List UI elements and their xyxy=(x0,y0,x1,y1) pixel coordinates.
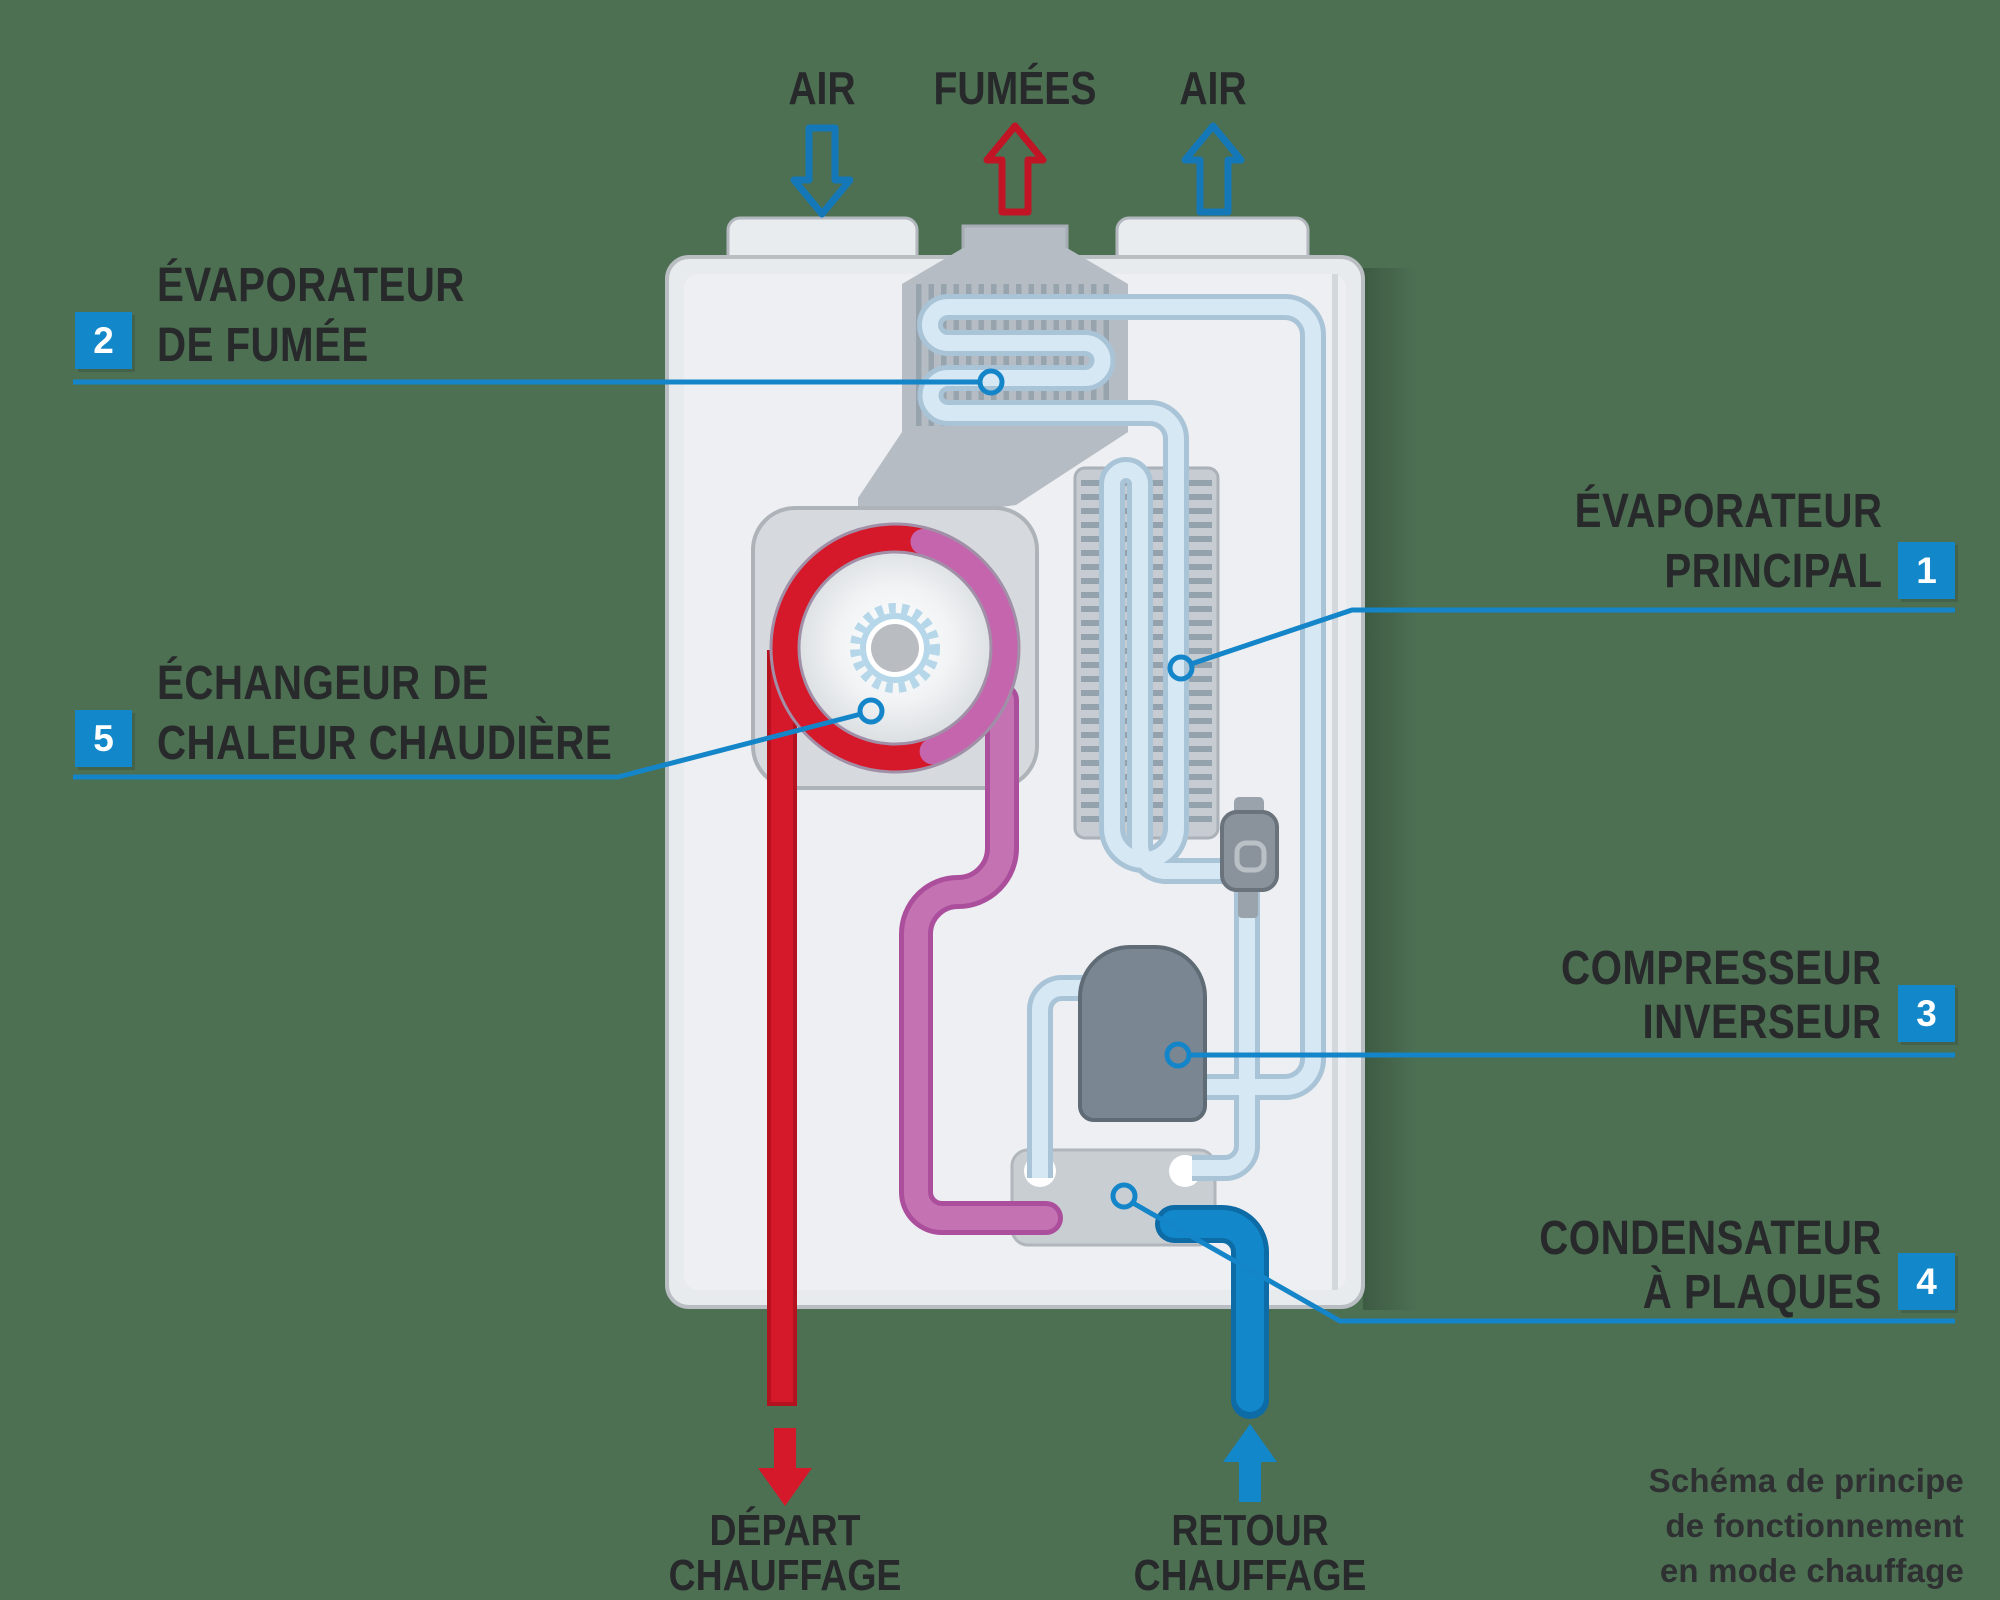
marker-main-evaporator xyxy=(1167,654,1195,682)
badge-1: 1 xyxy=(1898,542,1955,599)
main-evaporator-label: ÉVAPORATEUR PRINCIPAL xyxy=(1574,482,1882,602)
depart-down-arrow-icon xyxy=(758,1428,812,1506)
depart-label-line1: DÉPART xyxy=(709,1506,861,1555)
air-in-down-arrow-icon xyxy=(790,124,854,218)
top-flow-arrows xyxy=(790,122,1245,218)
boiler-loop-pipe xyxy=(899,683,1063,1235)
boiler-exchanger-label-line1: ÉCHANGEUR DE xyxy=(157,657,490,710)
main-evaporator-label-line1: ÉVAPORATEUR xyxy=(1574,485,1882,538)
caption-line1: Schéma de principe xyxy=(1648,1462,1964,1499)
refrigerant-pipes xyxy=(917,294,1326,1181)
depart-chauffage-label: DÉPART CHAUFFAGE xyxy=(669,1508,902,1598)
badge-3: 3 xyxy=(1898,985,1955,1042)
leader-condenser xyxy=(1131,1200,1955,1324)
compressor xyxy=(1078,945,1207,1122)
burner-gear-icon xyxy=(850,603,940,693)
fumes-label: FUMÉES xyxy=(933,62,1097,114)
main-evaporator-label-line2: PRINCIPAL xyxy=(1663,545,1882,598)
badge-4: 4 xyxy=(1898,1253,1955,1310)
marker-boiler-exchanger xyxy=(857,697,885,725)
burner-ring xyxy=(769,522,1021,774)
boiler-exchanger-label: ÉCHANGEUR DE CHALEUR CHAUDIÈRE xyxy=(157,654,612,774)
air-out-up-arrow-icon xyxy=(1181,122,1245,216)
bottom-flow-arrows xyxy=(758,1424,1277,1506)
smoke-evaporator-label-line1: ÉVAPORATEUR xyxy=(157,259,465,312)
compressor-label-line1: COMPRESSEUR xyxy=(1561,942,1882,995)
expansion-valve xyxy=(1220,797,1279,918)
condenser-label-line1: CONDENSATEUR xyxy=(1539,1212,1882,1265)
air-in-label: AIR xyxy=(788,62,856,114)
smoke-evaporator-label-line2: DE FUMÉE xyxy=(157,319,369,372)
leader-main-evaporator xyxy=(1190,607,1955,667)
marker-smoke-evaporator xyxy=(977,368,1005,396)
boiler-exchanger-label-line2: CHALEUR CHAUDIÈRE xyxy=(157,717,613,770)
retour-label-line2: CHAUFFAGE xyxy=(1133,1551,1367,1600)
compressor-label-line2: INVERSEUR xyxy=(1642,996,1882,1049)
badge-5: 5 xyxy=(75,710,132,767)
depart-label-line2: CHAUFFAGE xyxy=(668,1551,902,1600)
condenser-label: CONDENSATEUR À PLAQUES xyxy=(1539,1212,1882,1320)
condenser-label-line2: À PLAQUES xyxy=(1642,1266,1882,1319)
badge-2: 2 xyxy=(75,312,132,369)
compressor-label: COMPRESSEUR INVERSEUR xyxy=(1561,942,1882,1050)
leader-lines xyxy=(73,368,1955,1324)
marker-compressor xyxy=(1164,1041,1192,1069)
leader-boiler-exchanger xyxy=(73,711,862,780)
retour-chauffage-label: RETOUR CHAUFFAGE xyxy=(1134,1508,1367,1598)
marker-condenser xyxy=(1110,1182,1138,1210)
caption-line3: en mode chauffage xyxy=(1659,1552,1964,1589)
caption-line2: de fonctionnement xyxy=(1665,1507,1964,1544)
unit-shadow xyxy=(1363,268,1418,1310)
diagram-caption: Schéma de principe de fonctionnement en … xyxy=(1649,1458,1964,1593)
smoke-evaporator-label: ÉVAPORATEUR DE FUMÉE xyxy=(157,256,465,376)
air-out-label: AIR xyxy=(1179,62,1247,114)
retour-pipe xyxy=(1155,1205,1269,1419)
fumes-up-arrow-icon xyxy=(983,122,1047,216)
retour-up-arrow-icon xyxy=(1223,1424,1277,1502)
retour-label-line1: RETOUR xyxy=(1171,1506,1329,1555)
